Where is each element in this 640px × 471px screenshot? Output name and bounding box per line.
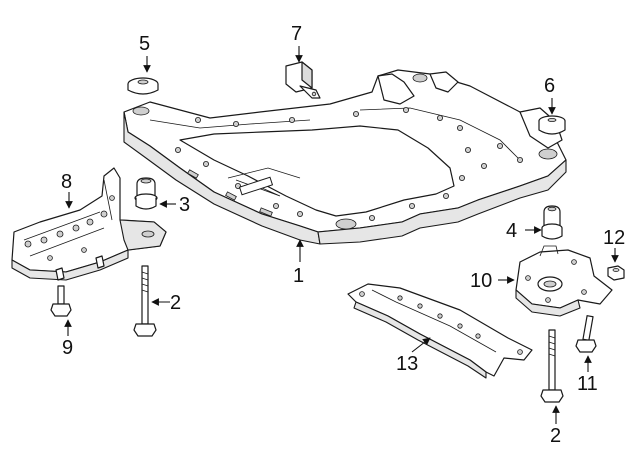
crossmember-frame [123,69,567,245]
callout-8: 8 [61,171,72,193]
bushing-3 [134,177,158,210]
bracket-plate-8 [11,167,167,281]
callout-3: 3 [179,194,190,216]
upper-mount-cushion-5 [127,77,159,95]
callout-6: 6 [544,75,555,97]
callout-13: 13 [396,353,418,375]
callout-1: 1 [293,265,304,287]
bolt-2-left [133,265,157,337]
nut-12 [607,265,625,281]
lower-brace-13 [347,283,533,379]
callout-7: 7 [291,23,302,45]
callout-2-right: 2 [550,425,561,447]
callout-5: 5 [139,33,150,55]
callout-9: 9 [62,337,73,359]
callout-labels: 5 7 6 8 3 4 12 10 1 2 9 13 11 2 [61,23,625,447]
bolt-11 [575,315,597,353]
bushing-4 [541,205,563,240]
mount-bracket-10 [515,245,613,317]
callout-12: 12 [603,227,625,249]
callout-4: 4 [506,220,517,242]
bracket-7 [285,61,321,99]
callout-10: 10 [470,270,492,292]
bolt-2-right [540,329,564,403]
callout-11: 11 [577,373,598,395]
callout-2-left: 2 [170,292,181,314]
rear-mount-cushion-6 [538,115,566,135]
bolt-9 [50,285,72,317]
leader-lines [64,46,619,424]
